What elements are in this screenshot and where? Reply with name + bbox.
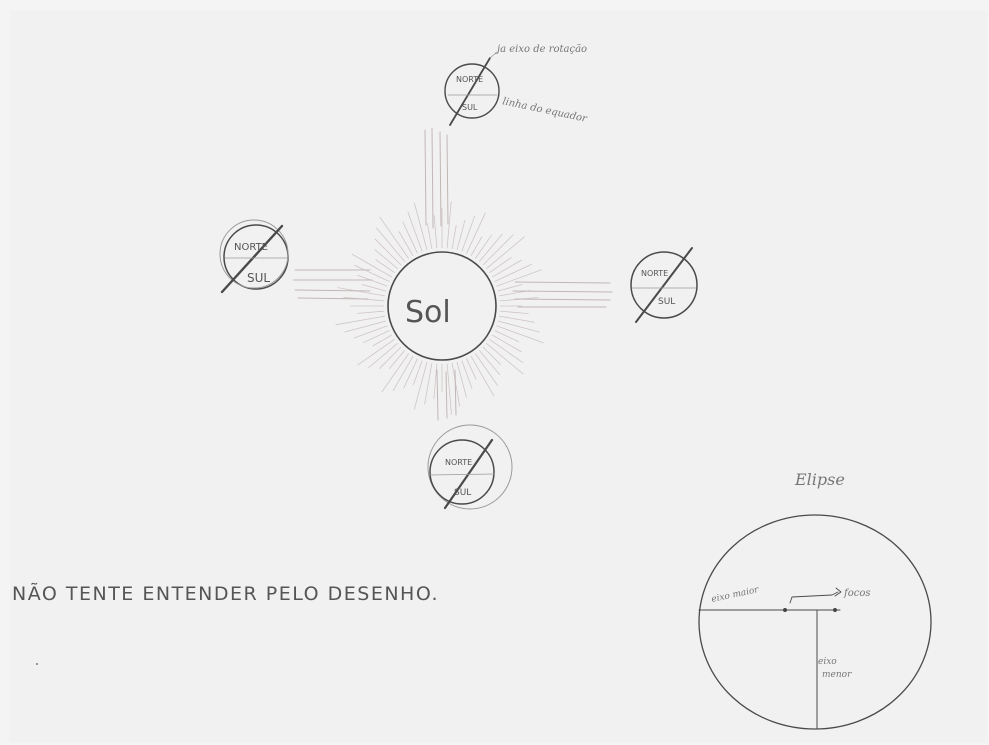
sun-ray-stroke (403, 222, 418, 254)
sun-ray-stroke (354, 326, 388, 338)
planet-right-south: SUL (658, 297, 675, 307)
planet-right: NORTE SUL (631, 248, 697, 322)
sun-ray-stroke (457, 362, 467, 398)
sun-ray-stroke (492, 260, 522, 277)
sun-ray-stroke (462, 216, 475, 252)
sun-ray-stroke (425, 363, 432, 404)
ellipse-shape (699, 515, 931, 729)
planet-bottom-north: NORTE (445, 458, 472, 467)
sun-ray-stroke (379, 347, 401, 369)
ellipse-minor-axis-label-1: eixo (818, 657, 837, 667)
equator-note: linha do equador (501, 96, 589, 125)
planet-left-north: NORTE (234, 242, 268, 253)
sun-ray-stroke (475, 235, 492, 259)
sun-ray-stroke (497, 270, 542, 287)
planet-top-south: SUL (462, 103, 478, 112)
sun-ray-stroke (376, 260, 395, 273)
sun-ray-stroke (427, 223, 432, 249)
sun-ray-stroke (498, 321, 540, 332)
sun-ray-stroke (447, 364, 451, 415)
sun-ray-stroke (363, 331, 389, 343)
sun-ray-stroke (499, 316, 534, 322)
caption-text: NÃO TENTE ENTENDER PELO DESENHO. (12, 582, 439, 605)
ellipse-focus-left (783, 608, 787, 612)
sun-ray-stroke (434, 364, 437, 399)
sun-ray-stroke (492, 335, 522, 352)
sun-ray-stroke (434, 215, 437, 248)
sun-ray-stroke (344, 321, 386, 332)
planet-bottom: NORTE SUL (428, 425, 512, 509)
equator-annotation: linha do equador (501, 96, 589, 125)
sun-ray-stroke (399, 232, 413, 256)
ellipse-title: Elipse (794, 470, 845, 489)
sun-ray-stroke (354, 265, 389, 282)
sun-ray-stroke (408, 212, 422, 252)
sun-ray-stroke (389, 350, 404, 368)
sun-ray-stroke (357, 311, 384, 313)
sun-ray-stroke (490, 257, 512, 273)
ellipse-foci-label: focos (843, 588, 870, 599)
sun-ray-stroke (495, 331, 519, 342)
ellipse-focus-right (833, 608, 837, 612)
stray-dot (36, 663, 38, 665)
planet-top: NORTE SUL (445, 58, 499, 125)
ellipse-minor-axis-label-2: menor (822, 670, 852, 680)
planet-left-south: SUL (247, 271, 270, 285)
sun-ray-stroke (404, 359, 418, 389)
sun-ray-stroke (380, 217, 409, 259)
ellipse-major-axis-label: eixo maior (711, 585, 761, 605)
sun-ray-stroke (498, 285, 522, 292)
planet-left: NORTE SUL (220, 220, 288, 292)
planet-bottom-south: SUL (454, 488, 471, 498)
sun-ray-stroke (500, 311, 529, 314)
planet-right-north: NORTE (641, 269, 668, 278)
planet-bottom-equator (430, 474, 494, 475)
planet-top-north: NORTE (456, 75, 483, 84)
rotation-axis-annotation: ja eixo de rotação (490, 44, 587, 58)
sun-ray-stroke (452, 225, 456, 249)
sun-ray-stroke (375, 249, 398, 268)
foci-pointer (790, 592, 838, 603)
ellipse-diagram: Elipse focos eixo maior eixo menor (699, 470, 931, 729)
sun-label: Sol (405, 295, 451, 330)
sun-ray-stroke (483, 347, 501, 365)
orbit-shading (293, 128, 612, 420)
rotation-axis-note: ja eixo de rotação (495, 44, 587, 55)
sun-ray-stroke (486, 237, 524, 269)
sun: Sol (388, 252, 496, 360)
sun-ray-stroke (414, 203, 427, 250)
sun-ray-stroke (362, 285, 386, 292)
